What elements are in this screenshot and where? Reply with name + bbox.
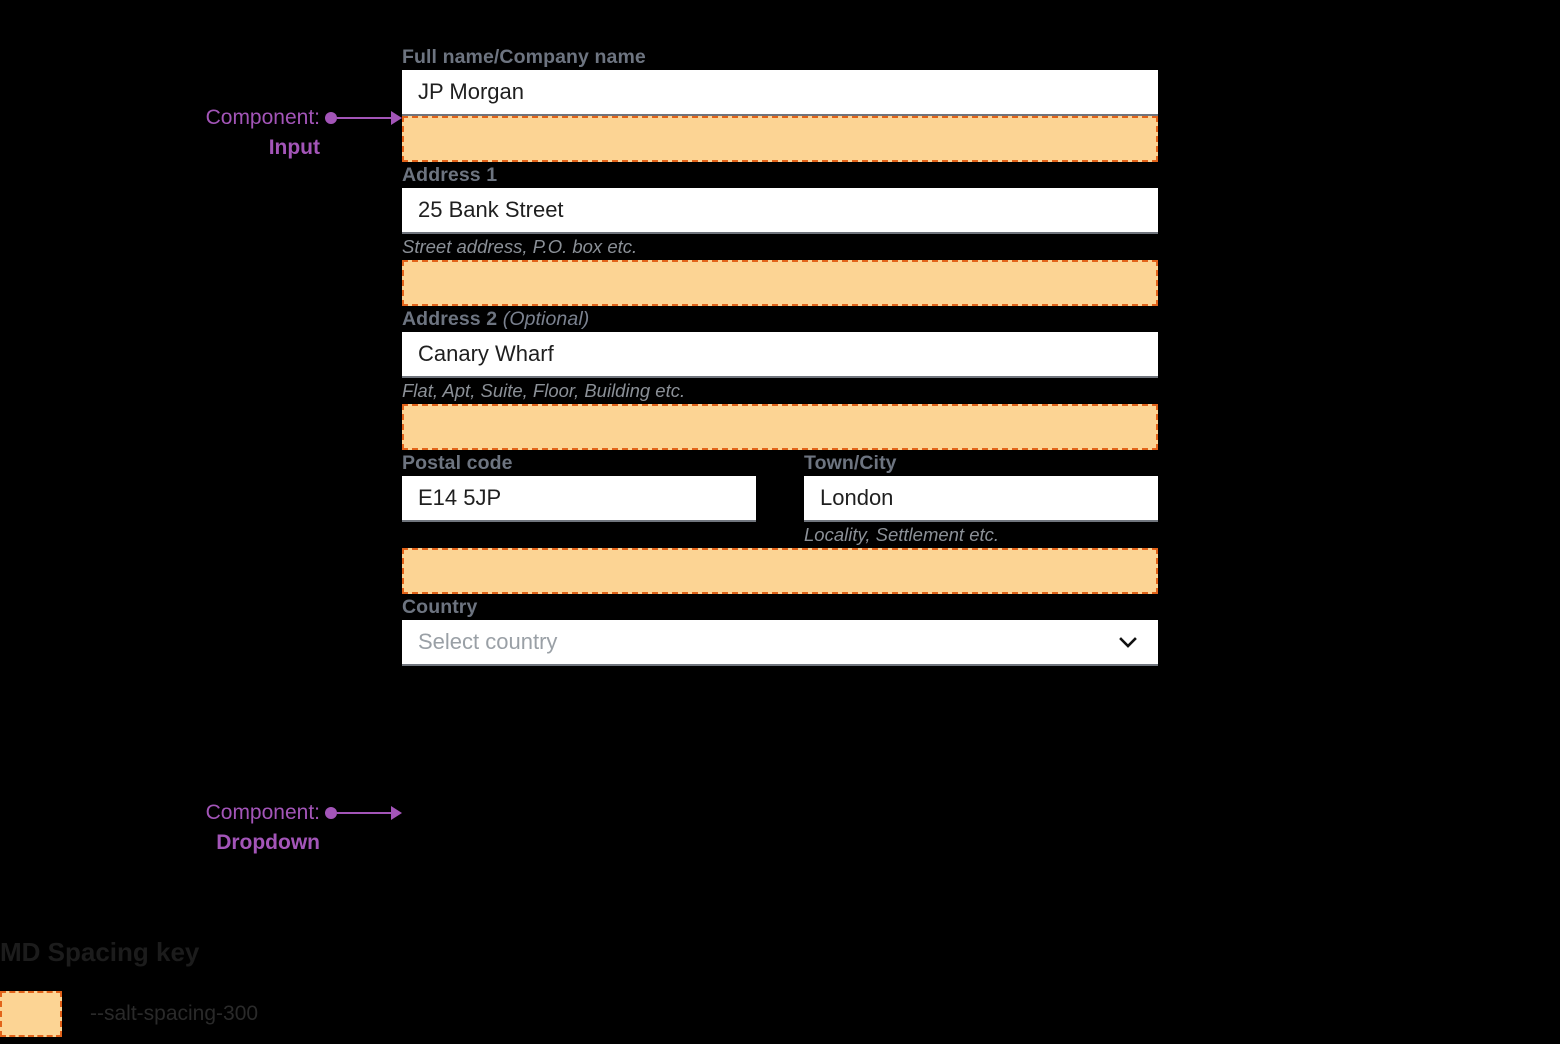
postal-town-label-row: Postal code Town/City — [402, 450, 1158, 476]
column-gap — [756, 450, 804, 476]
legend-title: MD Spacing key — [0, 937, 200, 967]
field-group-address-1: Address 1 25 Bank Street Street address,… — [402, 162, 1158, 306]
address-form: Full name/Company name JP Morgan Address… — [402, 44, 1158, 666]
column-gap — [756, 476, 804, 522]
column-gap — [756, 522, 804, 548]
spacing-token-block — [402, 116, 1158, 162]
dropdown-annotation-lead: Component: — [205, 801, 320, 824]
label-full-name: Full name/Company name — [402, 44, 1158, 70]
chevron-down-icon[interactable] — [1114, 628, 1142, 656]
input-town-city-value: London — [820, 485, 894, 510]
arrow-line — [337, 811, 391, 815]
input-annotation-lead: Component: — [205, 106, 320, 129]
field-group-postal-town: Postal code Town/City E14 5JP London — [402, 450, 1158, 594]
input-address-2-value: Canary Wharf — [418, 341, 554, 366]
field-group-address-2: Address 2 (Optional) Canary Wharf Flat, … — [402, 306, 1158, 450]
arrow-dot — [325, 807, 337, 819]
input-full-name-value: JP Morgan — [418, 79, 524, 104]
arrow-line — [337, 116, 391, 120]
helper-postal-code — [402, 522, 756, 548]
label-address-1-text: Address 1 — [402, 164, 498, 186]
postal-town-input-row: E14 5JP London — [402, 476, 1158, 522]
label-country: Country — [402, 596, 478, 618]
input-annotation: Component: Input — [110, 103, 320, 163]
label-address-2: Address 2 (Optional) — [402, 306, 1158, 332]
input-full-name[interactable]: JP Morgan — [402, 70, 1158, 116]
field-group-full-name: Full name/Company name JP Morgan — [402, 44, 1158, 162]
input-address-2[interactable]: Canary Wharf — [402, 332, 1158, 378]
postal-town-helper-row: Locality, Settlement etc. — [402, 522, 1158, 548]
dropdown-annotation-arrow — [325, 806, 402, 820]
dropdown-annotation: Component: Dropdown — [110, 798, 320, 858]
dropdown-country-placeholder: Select country — [418, 629, 558, 654]
arrow-head — [391, 806, 402, 820]
helper-address-2: Flat, Apt, Suite, Floor, Building etc. — [402, 380, 686, 401]
legend-item: --salt-spacing-300 — [0, 991, 258, 1037]
helper-address-1: Street address, P.O. box etc. — [402, 236, 638, 257]
label-address-2-optional: (Optional) — [502, 308, 590, 330]
input-annotation-arrow — [325, 111, 402, 125]
dropdown-annotation-component: Dropdown — [216, 831, 320, 854]
input-address-1[interactable]: 25 Bank Street — [402, 188, 1158, 234]
legend-label-spacing-300: --salt-spacing-300 — [90, 1002, 259, 1025]
input-town-city[interactable]: London — [804, 476, 1158, 522]
label-postal-code: Postal code — [402, 452, 513, 474]
spacing-token-block — [402, 260, 1158, 306]
helper-town-city: Locality, Settlement etc. — [804, 524, 1000, 545]
dropdown-country[interactable]: Select country — [402, 620, 1158, 666]
input-postal-code-value: E14 5JP — [418, 485, 502, 510]
spacing-token-block — [402, 404, 1158, 450]
label-address-1: Address 1 — [402, 162, 1158, 188]
spacing-token-block — [402, 548, 1158, 594]
arrow-head — [391, 111, 402, 125]
label-full-name-text: Full name/Company name — [402, 46, 646, 68]
input-annotation-component: Input — [268, 136, 320, 159]
md-spacing-key-legend: MD Spacing key --salt-spacing-300 — [0, 935, 258, 1037]
label-town-city: Town/City — [804, 452, 897, 474]
field-group-country: Country Select country — [402, 594, 1158, 666]
arrow-dot — [325, 112, 337, 124]
legend-swatch-spacing-300 — [0, 991, 62, 1037]
input-postal-code[interactable]: E14 5JP — [402, 476, 756, 522]
input-address-1-value: 25 Bank Street — [418, 197, 564, 222]
label-address-2-text: Address 2 — [402, 308, 498, 330]
